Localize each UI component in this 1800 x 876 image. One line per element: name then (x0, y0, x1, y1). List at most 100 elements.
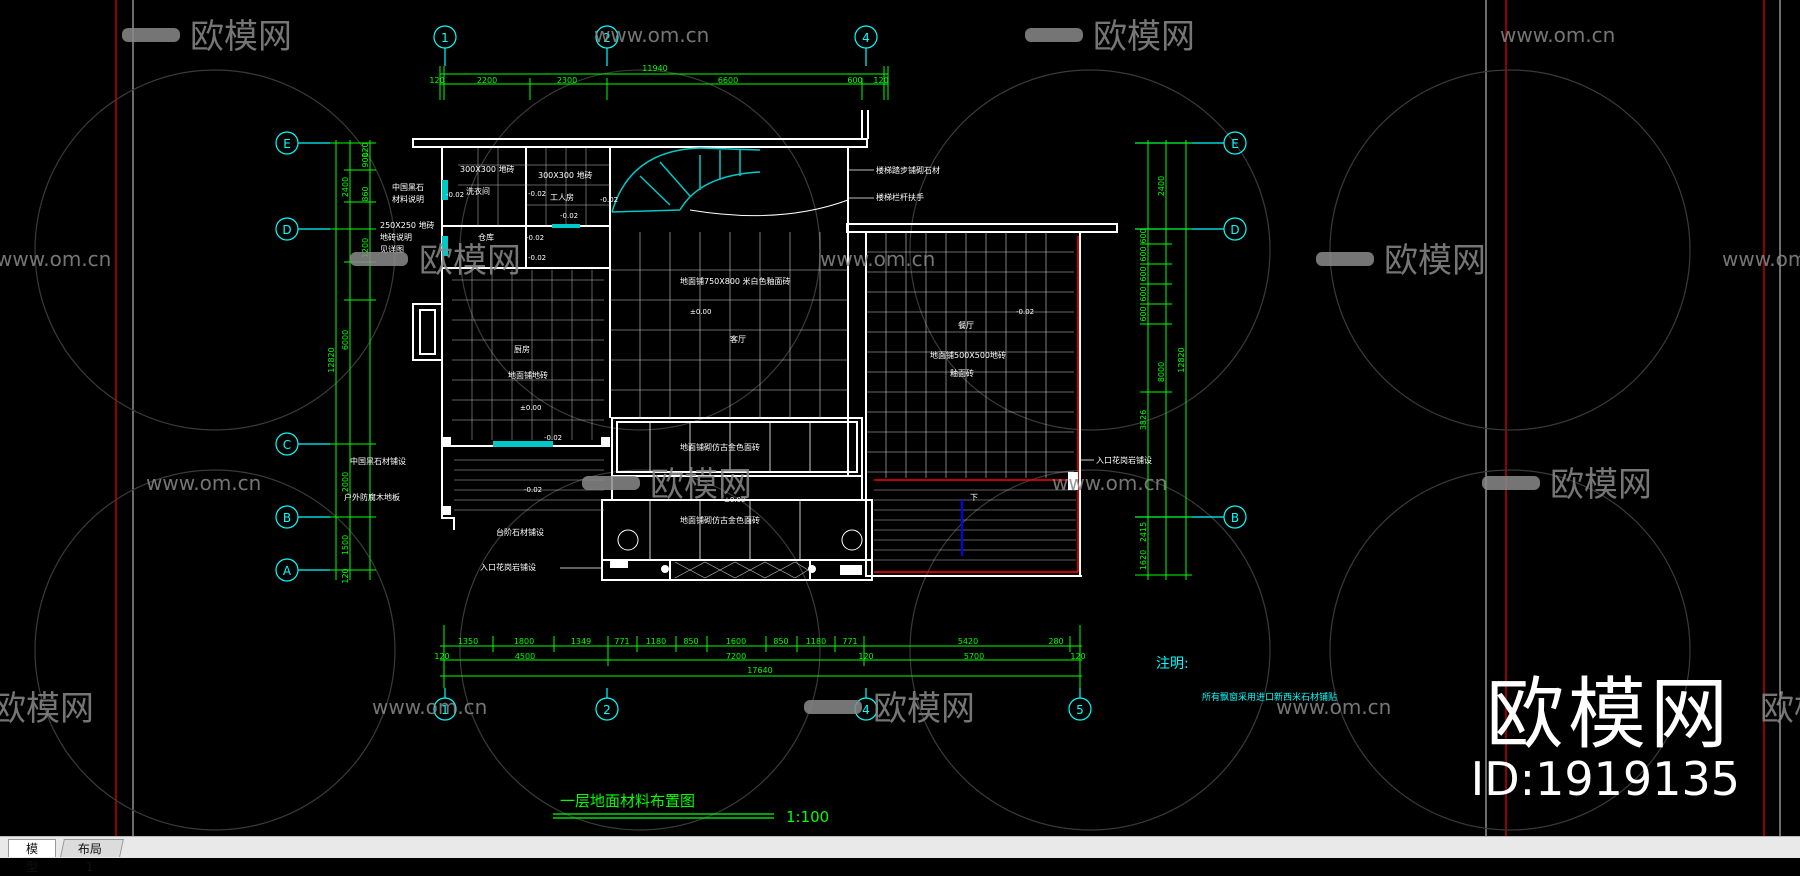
tab-model[interactable]: 模型 (8, 839, 56, 874)
grid-label-left: E (283, 137, 291, 151)
grid-label-right: D (1230, 223, 1239, 237)
label-tile-300: 300X300 地砖 (460, 164, 515, 174)
svg-text:欧模网: 欧模网 (1384, 241, 1486, 281)
label-black-stone: 中国黑石材铺设 (350, 456, 406, 466)
level-mark: -0.02 (600, 196, 618, 204)
label-stair-note: 楼梯踏步铺砌石材 (876, 165, 940, 175)
dim-right: 1620 (1139, 550, 1148, 570)
dim-left: 12820 (327, 347, 336, 372)
level-mark: -0.02 (1016, 308, 1034, 316)
grid-label-bottom: 5 (1076, 703, 1084, 717)
dim-left: 1200 (361, 238, 370, 258)
svg-text:www.om.cn: www.om.cn (372, 695, 487, 719)
dimension-left (330, 140, 376, 580)
grid-label-left: D (282, 223, 291, 237)
svg-text:欧模网: 欧模网 (0, 689, 94, 729)
grid-label-top: 2 (603, 31, 611, 45)
label-living-floor: 地面铺750X800 米白色釉面砖 (680, 276, 791, 286)
label-dining-floor: 地面铺500X500地砖 (930, 350, 1006, 360)
dim-right: 600 (1139, 228, 1148, 243)
dim-right: 8000 (1157, 362, 1166, 382)
cyan-accents (442, 180, 580, 447)
porch-panels (649, 422, 811, 560)
dim-top-seg: 6600 (718, 76, 738, 85)
tile-grid-living (610, 232, 848, 418)
grid-label-right: B (1231, 511, 1239, 525)
dim-left: 2400 (341, 177, 350, 197)
label-side-note-4: 见详图 (380, 244, 404, 254)
grid-label-right: E (1231, 137, 1239, 151)
dim-top-total: 11940 (642, 64, 667, 73)
level-mark: ±0.00 (690, 308, 711, 316)
dim-right: 600 (1139, 306, 1148, 321)
level-mark: -0.02 (446, 191, 464, 199)
dim-left: 900 (361, 152, 370, 167)
dim-right: 600 (1139, 246, 1148, 261)
grid-label-left: A (283, 564, 292, 578)
terrace-red-edge (874, 236, 1079, 573)
dim-bottom: 1349 (571, 637, 591, 646)
grid-label-left: B (283, 511, 291, 525)
svg-text:www.om.cn: www.om.cn (146, 471, 261, 495)
layout-tab-bar: 模型 布局1 (0, 836, 1800, 874)
grid-label-top: 4 (862, 31, 870, 45)
dim-top-seg: 120 (873, 76, 888, 85)
dim-bottom: 1350 (458, 637, 478, 646)
level-mark: -0.02 (528, 190, 546, 198)
dim-bottom: 120 (1070, 652, 1085, 661)
dim-bottom: 1600 (726, 637, 746, 646)
notes-text: 所有飘窗采用进口新西米石材铺贴 (1202, 691, 1337, 703)
grid-label-bottom: 2 (603, 703, 611, 717)
label-tile-250: 250X250 地砖 (380, 220, 435, 230)
dim-bottom: 771 (614, 637, 629, 646)
label-down: 下 (970, 493, 978, 502)
dim-bottom: 120 (858, 652, 873, 661)
level-mark: -0.02 (528, 254, 546, 262)
label-side-note-1: 中国黑石 (392, 182, 424, 192)
level-mark: -0.02 (560, 212, 578, 220)
dim-left: 2000 (341, 472, 350, 492)
level-mark: -0.02 (526, 234, 544, 242)
dim-bottom: 771 (842, 637, 857, 646)
label-storage: 仓库 (478, 232, 494, 242)
dim-top-seg: 120 (429, 76, 444, 85)
dim-right: 600 (1139, 286, 1148, 301)
tab-layout-1[interactable]: 布局1 (60, 839, 124, 874)
dim-bottom-total: 17640 (747, 666, 772, 675)
label-living: 客厅 (730, 334, 746, 344)
watermark-couch-icons (122, 28, 1540, 714)
grid-label-bottom: 1 (441, 703, 449, 717)
svg-text:www.om.cn: www.om.cn (1052, 471, 1167, 495)
tab-layout-1-label: 布局1 (77, 842, 102, 874)
label-tile-300b: 300X300 地砖 (538, 170, 593, 180)
watermark-brand-large: 欧模网 (1485, 670, 1732, 760)
floor-plan-drawing: 11940 120 2200 2300 6600 600 120 1 2 4 1… (0, 0, 1800, 836)
plan-title: 一层地面材料布置图 (560, 792, 695, 810)
tile-grid-small-rooms (458, 147, 610, 226)
svg-text:欧模网: 欧模网 (1093, 17, 1195, 57)
dim-left: 6000 (341, 330, 350, 350)
viewport-borders (115, 0, 1781, 836)
watermark-circles (34, 69, 1691, 831)
svg-text:www.om.cn: www.om.cn (1722, 247, 1800, 271)
dim-right: 2415 (1139, 522, 1148, 542)
dim-right: 600 (1139, 266, 1148, 281)
watermark-brand-logos: 欧模网 欧模网 欧模网 欧模网 欧模网 欧模网 欧模网 欧模网 欧模网 (0, 17, 1800, 729)
svg-text:欧模网: 欧模网 (1550, 465, 1652, 505)
dim-bottom: 5420 (958, 637, 978, 646)
watermark-urls: www.om.cn www.om.cn www.om.cn www.om.cn … (0, 23, 1800, 719)
grid-label-left: C (283, 438, 291, 452)
label-terrace-note: 台阶石材铺设 (496, 527, 544, 537)
dimension-bottom (440, 625, 1082, 688)
terrace-stripes (454, 459, 1076, 561)
cad-model-viewport[interactable]: 11940 120 2200 2300 6600 600 120 1 2 4 1… (0, 0, 1800, 836)
svg-text:欧模网: 欧模网 (650, 465, 752, 505)
dim-bottom: 1800 (514, 637, 534, 646)
svg-text:欧模网: 欧模网 (873, 689, 975, 729)
dim-bottom: 1180 (646, 637, 666, 646)
dim-bottom: 850 (773, 637, 788, 646)
dim-left: 120 (361, 142, 370, 157)
label-washroom: 洗衣间 (466, 186, 490, 196)
label-porch-floor: 地面铺砌仿古金色面砖 (680, 442, 760, 452)
label-kitchen-floor: 地面铺地砖 (508, 370, 548, 380)
